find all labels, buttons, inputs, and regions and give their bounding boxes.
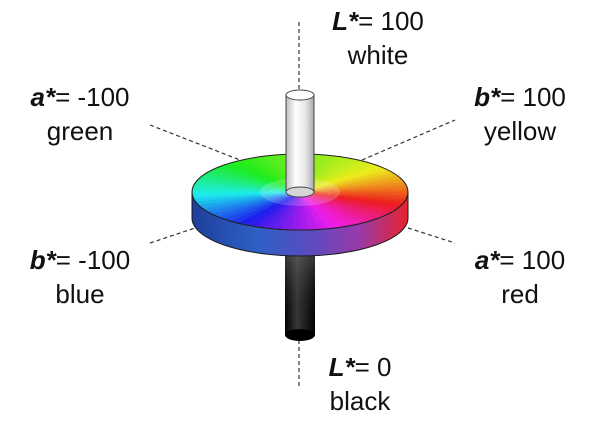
hue-sector [245, 192, 300, 230]
hue-sector [192, 192, 300, 219]
hue-sector [192, 188, 300, 193]
b-neg-value-line: b*= -100 [10, 243, 150, 277]
hue-sector [224, 154, 300, 192]
b-var: b* [474, 82, 501, 112]
b-pos-label: b*= 100 yellow [455, 80, 585, 148]
hue-sector [300, 159, 400, 192]
hue-sector [216, 192, 300, 230]
l-max-value-line: L*= 100 [318, 4, 438, 38]
hue-sector [300, 165, 408, 192]
hue-sector [300, 192, 408, 219]
hue-sector [300, 192, 408, 204]
hue-sector [300, 192, 367, 230]
b-var-neg: b* [29, 245, 56, 275]
hue-sector [192, 184, 300, 192]
l-min-value-line: L*= 0 [300, 350, 420, 384]
hue-sector [192, 169, 300, 192]
a-pos-label: a*= 100 red [455, 243, 585, 311]
a-neg-value: = -100 [55, 82, 130, 112]
l-max-label: L*= 100 white [318, 4, 438, 72]
a-var: a* [30, 82, 56, 112]
b-pos-leader [361, 119, 456, 161]
l-max-value: = 100 [358, 6, 424, 36]
hue-sector [233, 154, 300, 192]
b-neg-value: = -100 [55, 245, 131, 275]
hue-sector [288, 192, 302, 230]
hue-sector [300, 154, 375, 192]
axis-leader-lines [149, 22, 456, 388]
hue-sector [300, 156, 392, 192]
hue-sector [266, 192, 300, 230]
hue-sector [235, 192, 300, 230]
hue-sector [255, 192, 300, 230]
hue-sector [192, 192, 300, 216]
hue-sector [192, 172, 300, 192]
hue-sector [199, 159, 300, 192]
hue-sector [300, 192, 408, 208]
hue-sector [300, 172, 408, 192]
l-min-name: black [329, 386, 391, 416]
l-var: L* [332, 6, 359, 36]
hue-sector [192, 162, 300, 192]
hue-sector [192, 165, 300, 192]
l-min-value: = 0 [354, 352, 392, 382]
hue-sector [300, 192, 357, 230]
hue-sector [300, 168, 408, 192]
hue-sector [192, 176, 300, 192]
hue-sector [277, 192, 300, 230]
a-pos-value: = 100 [499, 245, 566, 275]
hue-sector [300, 192, 408, 212]
hue-sector [300, 192, 376, 230]
l-max-name: white [347, 40, 409, 70]
hue-sector [300, 192, 401, 225]
a-pos-name: red [501, 279, 539, 309]
hue-sector [300, 154, 365, 192]
hue-sector [192, 180, 300, 192]
hue-sector [215, 154, 300, 192]
hue-sector [225, 192, 300, 230]
hue-sector [192, 192, 300, 212]
hue-sector [300, 154, 384, 192]
a-neg-leader [149, 124, 241, 161]
hue-sector [300, 192, 408, 200]
hue-sector [300, 192, 385, 230]
hue-sector [207, 157, 300, 192]
a-var-pos: a* [474, 245, 500, 275]
hue-sector [300, 162, 407, 192]
a-neg-label: a*= -100 green [10, 80, 150, 148]
a-pos-value-line: a*= 100 [455, 243, 585, 277]
a-pos-leader [407, 227, 456, 244]
b-pos-value: = 100 [500, 82, 566, 112]
hue-sector [208, 192, 300, 228]
a-neg-value-line: a*= -100 [10, 80, 150, 114]
b-neg-name: blue [55, 279, 105, 309]
l-min-label: L*= 0 black [300, 350, 420, 418]
hue-wheel-top [192, 154, 408, 230]
l-var-min: L* [328, 352, 355, 382]
b-pos-value-line: b*= 100 [455, 80, 585, 114]
hue-sector [200, 192, 300, 225]
white-cylinder [285, 89, 315, 198]
hue-sector [300, 192, 408, 222]
hue-sector [300, 191, 408, 196]
b-pos-name: yellow [483, 116, 557, 146]
hue-sector [300, 192, 393, 227]
b-neg-leader [149, 227, 196, 244]
b-neg-label: b*= -100 blue [10, 243, 150, 311]
hue-sector [193, 192, 300, 222]
a-neg-name: green [46, 116, 114, 146]
hue-sector [300, 192, 408, 215]
